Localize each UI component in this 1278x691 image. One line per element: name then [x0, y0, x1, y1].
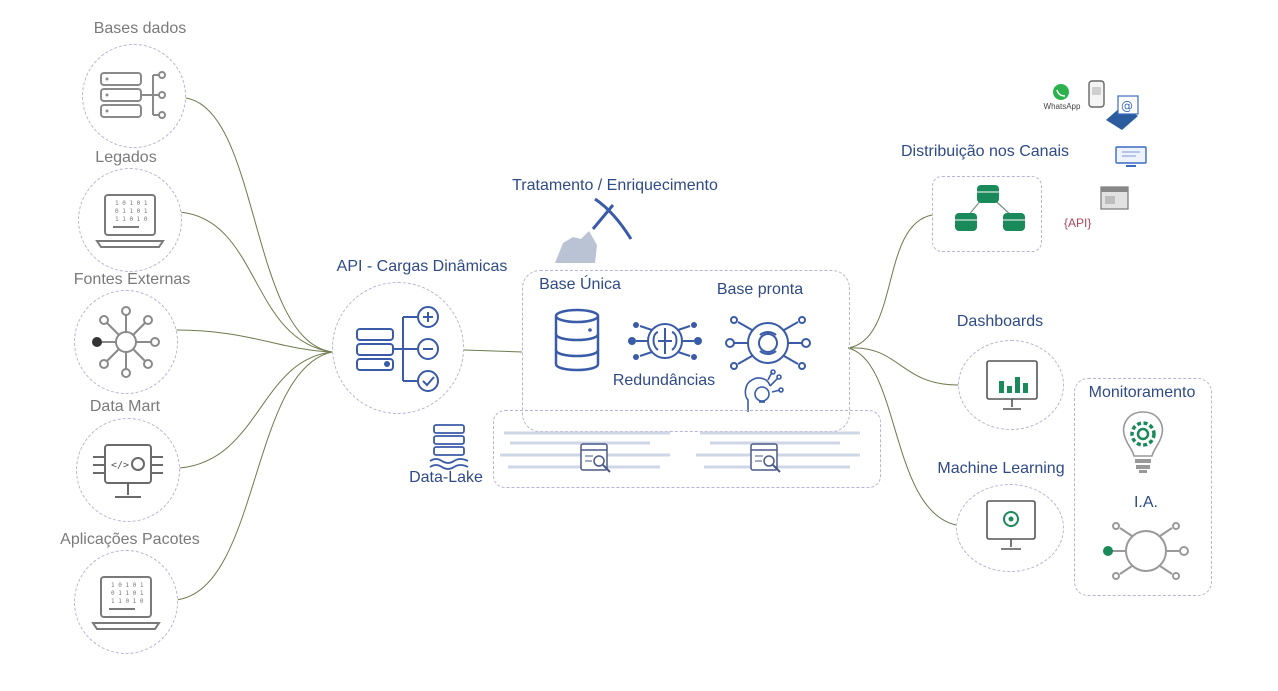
monitoramento-box: [1074, 378, 1212, 596]
aplicacoes-pacotes-node: 1 0 1 0 1 0 1 1 0 1 1 1 0 1 0: [74, 550, 178, 654]
search-document-icon: [750, 443, 781, 473]
monitor-icon: [1115, 146, 1147, 167]
distribuicao-label: Distribuição nos Canais: [900, 143, 1070, 160]
email-icon: @: [1106, 95, 1139, 130]
lightbulb-head-icon: [744, 369, 784, 412]
machine-learning-node: [956, 484, 1064, 572]
brain-network-icon: [628, 322, 702, 360]
bases-dados-node: [82, 44, 186, 148]
svg-text:1 0 1 0 1: 1 0 1 0 1: [115, 200, 148, 207]
distribuicao-node: [932, 176, 1042, 252]
ia-label: I.A.: [1133, 494, 1158, 511]
pickaxe-ore-icon: [555, 197, 633, 263]
tratamento-label: Tratamento / Enriquecimento: [512, 177, 718, 194]
window-app-icon: [1100, 186, 1129, 210]
monitor-code-icon: </>: [93, 444, 163, 498]
svg-text:1 1 0 1 0: 1 1 0 1 0: [115, 216, 148, 223]
laptop-code-icon: 1 0 1 0 1 0 1 1 0 1 1 1 0 1 0: [95, 194, 165, 248]
fontes-externas-label: Fontes Externas: [73, 271, 191, 288]
data-lake-label: Data-Lake: [409, 469, 483, 486]
monitoramento-label: Monitoramento: [1088, 384, 1196, 401]
data-lake-server-icon: [429, 424, 469, 470]
ai-network-icon: [1103, 522, 1189, 580]
redundancias-label: Redundâncias: [612, 372, 716, 389]
linked-databases-icon: [955, 185, 1025, 231]
bases-dados-label: Bases dados: [93, 20, 187, 37]
svg-text:</>: </>: [111, 460, 129, 471]
data-mart-node: </>: [76, 418, 180, 522]
database-server-icon: [100, 71, 166, 119]
ml-monitor-icon: [986, 500, 1036, 550]
processing-gear-network-icon: [725, 316, 811, 370]
api-cargas-node: [332, 282, 464, 414]
laptop-code-icon: 1 0 1 0 1 0 1 1 0 1 1 1 0 1 0: [91, 576, 161, 630]
svg-text:0 1 1 0 1: 0 1 1 0 1: [115, 208, 148, 215]
svg-text:@: @: [1121, 99, 1133, 113]
dashboard-monitor-icon: [986, 360, 1038, 410]
search-document-icon: [580, 443, 611, 473]
api-cargas-label: API - Cargas Dinâmicas: [336, 258, 508, 275]
svg-text:1 1 0 1 0: 1 1 0 1 0: [111, 598, 144, 605]
dashboards-label: Dashboards: [956, 313, 1044, 330]
svg-text:1 0 1 0 1: 1 0 1 0 1: [111, 582, 144, 589]
aplicacoes-pacotes-label: Aplicações Pacotes: [60, 531, 200, 548]
mobile-phone-icon: [1088, 80, 1105, 108]
central-process-box: [522, 270, 850, 432]
data-lake-box: [493, 410, 881, 488]
legados-node: 1 0 1 0 1 0 1 1 0 1 1 1 0 1 0: [78, 168, 182, 272]
server-process-icon: [356, 306, 439, 392]
svg-text:0 1 1 0 1: 0 1 1 0 1: [111, 590, 144, 597]
data-lake-stream: [500, 431, 860, 469]
dashboards-node: [958, 340, 1064, 430]
network-hub-icon: [92, 306, 160, 378]
whatsapp-icon: [1053, 84, 1069, 100]
base-unica-label: Base Única: [539, 276, 621, 293]
whatsapp-label: WhatsApp: [1043, 102, 1081, 111]
database-cylinder-icon: [554, 308, 600, 372]
data-mart-label: Data Mart: [89, 398, 161, 415]
legados-label: Legados: [95, 149, 157, 166]
base-pronta-label: Base pronta: [716, 281, 804, 298]
fontes-externas-node: [74, 290, 178, 394]
api-tag-label: {API}: [1064, 216, 1092, 230]
gear-lightbulb-icon: [1122, 411, 1164, 473]
machine-learning-label: Machine Learning: [937, 460, 1065, 477]
